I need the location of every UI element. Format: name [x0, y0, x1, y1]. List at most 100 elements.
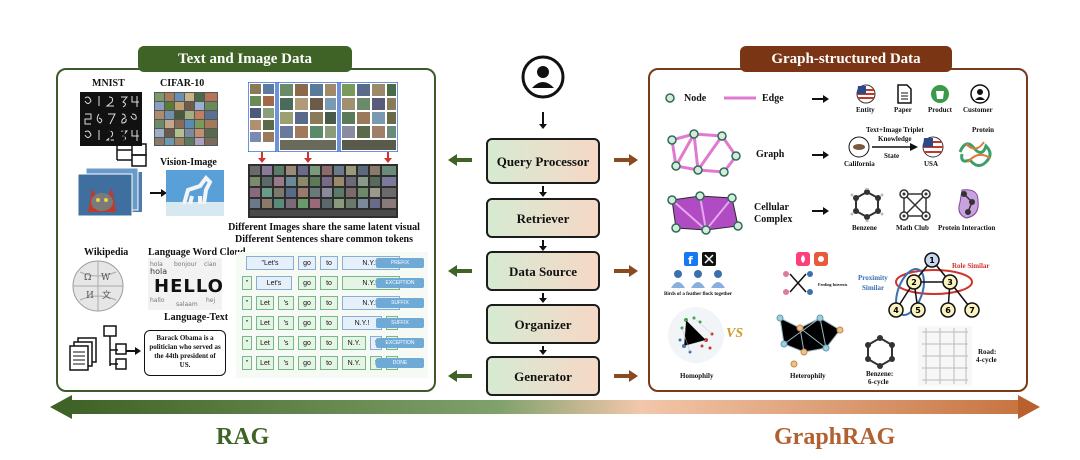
benzene-label: Benzene — [852, 224, 877, 232]
entity-label: Entity — [856, 106, 875, 114]
triplet-label-2: Knowledge — [878, 135, 912, 143]
cifar-label: CIFAR-10 — [160, 78, 205, 89]
benzene-cycle-label-1: Benzene: — [866, 370, 894, 378]
mnist-grid-image — [80, 92, 142, 146]
token-tag-0: PREFIX — [376, 258, 424, 268]
flow-arrow-3 — [539, 293, 547, 303]
token-row2-2: go — [298, 276, 316, 290]
word-cloud-hello: HELLO — [154, 276, 222, 297]
node-legend-icon — [665, 93, 675, 103]
token-row5-3: go — [298, 336, 316, 350]
token-row3-0: " — [242, 296, 252, 310]
language-text-label: Language-Text — [164, 312, 229, 323]
edge-label: Edge — [762, 93, 784, 104]
svg-text:hola: hola — [150, 267, 167, 276]
state-relation-arrow — [872, 143, 918, 151]
cifar-grid-image — [154, 92, 218, 146]
spectrum-arrow-right — [1018, 395, 1040, 419]
token-row5-2: 's — [278, 336, 294, 350]
graph-node-3: 3 — [947, 278, 953, 287]
california-seal-icon — [848, 136, 870, 158]
svg-text:f: f — [688, 254, 693, 266]
retriever-step: Retriever — [486, 198, 600, 238]
arrow-right-icon-3 — [812, 95, 829, 103]
arrow-right-icon-2 — [126, 347, 141, 355]
token-row4-0: " — [242, 316, 252, 330]
svg-text:bonjour: bonjour — [174, 261, 197, 268]
latent-caption-2: Different Sentences share common tokens — [235, 234, 413, 245]
token-row6-1: Let — [256, 356, 274, 370]
rag-label: RAG — [216, 424, 270, 450]
birds-label: Birds of a feather flock together — [664, 292, 733, 297]
generator-step: Generator — [486, 356, 600, 396]
token-row3-2: 's — [278, 296, 294, 310]
road-label-2: 4-cycle — [976, 356, 997, 364]
svg-text:Ω: Ω — [84, 273, 91, 283]
document-text-box: Barack Obama is a politician who served … — [144, 330, 226, 376]
wikipedia-globe-icon: Ω W И 文 — [72, 260, 124, 312]
protein-label: Protein — [972, 126, 995, 134]
paper-label: Paper — [894, 106, 912, 114]
latent-caption-1: Different Images share the same latent v… — [228, 222, 420, 233]
right-arrow-query — [614, 154, 638, 166]
svg-text:文: 文 — [102, 289, 111, 301]
role-proximity-graph: 1 2 3 4 5 6 7 — [888, 252, 980, 318]
proximity-label-1: Proximity — [858, 274, 888, 282]
facebook-icon: f — [684, 252, 698, 266]
svg-text:И: И — [86, 291, 94, 301]
right-arrow-source — [614, 265, 638, 277]
vs-label: VS — [726, 326, 744, 341]
tinder-icon — [796, 252, 810, 266]
graph-drawing — [667, 129, 741, 177]
arrow-right-icon-5 — [812, 207, 829, 215]
token-row5-0: " — [242, 336, 252, 350]
flow-arrow-2 — [539, 240, 547, 251]
graph-node-6: 6 — [945, 306, 951, 315]
road-grid-image — [918, 326, 972, 386]
token-row1-1: go — [298, 256, 316, 270]
token-row6-5: N.Y. — [342, 356, 366, 370]
flow-arrow-0 — [539, 112, 547, 129]
spectrum-arrow-left — [50, 395, 72, 419]
flow-arrow-4 — [539, 346, 547, 355]
svg-text:hej: hej — [206, 297, 215, 304]
down-red-arrows — [258, 152, 392, 163]
svg-text:ciao: ciao — [204, 261, 217, 268]
token-row4-2: 's — [278, 316, 294, 330]
us-flag-icon — [856, 84, 876, 104]
image-patch-grid — [248, 82, 398, 152]
feeding-label: Feeding Interests — [818, 282, 848, 287]
left-arrow-generator — [448, 370, 472, 382]
rag-graphrag-spectrum-bar — [70, 400, 1020, 414]
x-twitter-icon — [702, 252, 716, 266]
data-source-step: Data Source — [486, 251, 600, 291]
token-tag-2: SUFFIX — [376, 298, 424, 308]
proximity-label-2: Similar — [862, 284, 885, 292]
graph-node-5: 5 — [915, 306, 921, 315]
token-row4-3: go — [298, 316, 316, 330]
product-icon — [931, 85, 949, 103]
right-arrow-generator — [614, 370, 638, 382]
token-row4-4: to — [320, 316, 338, 330]
token-row2-0: " — [242, 276, 252, 290]
heterophily-label: Heterophily — [790, 372, 826, 380]
graph-node-7: 7 — [969, 306, 975, 315]
customer-icon — [970, 84, 990, 104]
token-row5-1: Let — [256, 336, 274, 350]
token-row4-1: Let — [256, 316, 274, 330]
token-row3-1: Let — [256, 296, 274, 310]
cellular-label-1: Cellular — [754, 202, 789, 213]
user-icon — [521, 55, 565, 99]
wikipedia-label: Wikipedia — [84, 247, 129, 258]
token-row6-3: go — [298, 356, 316, 370]
graph-node-2: 2 — [911, 278, 917, 287]
homophily-label: Homophily — [680, 372, 714, 380]
homophily-network-image — [668, 307, 724, 363]
latent-feature-map — [248, 164, 398, 218]
token-row4-5: N.Y.! — [342, 316, 382, 330]
token-row6-0: " — [242, 356, 252, 370]
token-row5-5: N.Y. — [342, 336, 366, 350]
heterophily-pairs-icon — [783, 271, 813, 295]
